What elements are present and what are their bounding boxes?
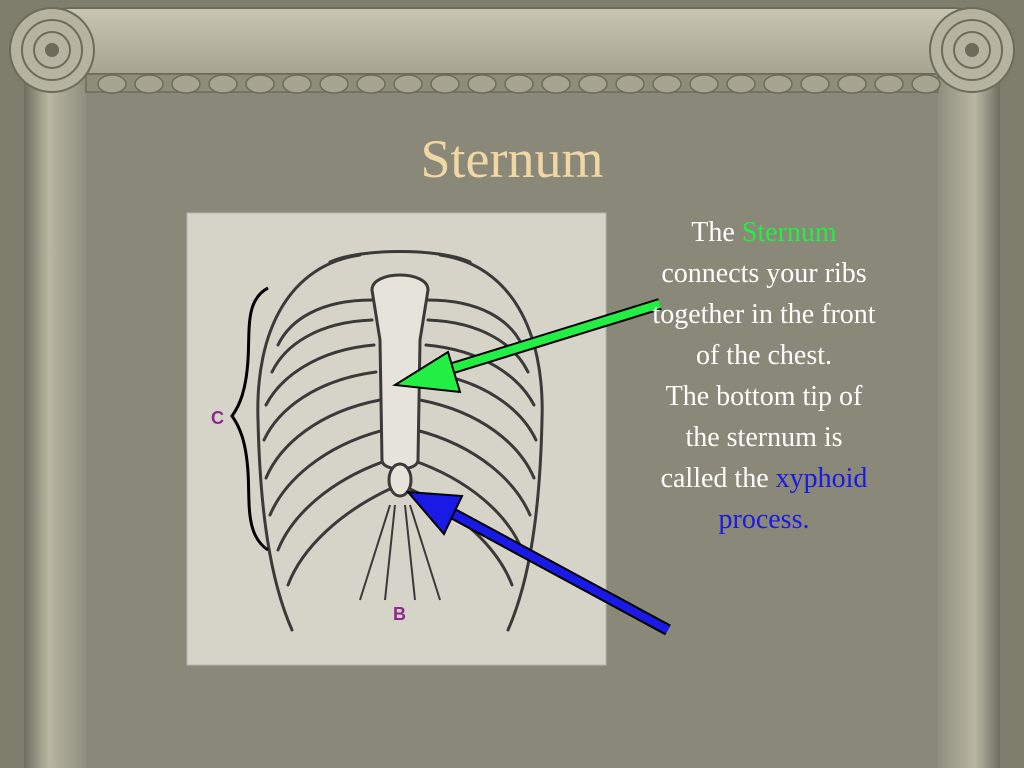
green-arrow xyxy=(392,298,662,394)
caption-body-2: The bottom tip of the sternum is called … xyxy=(660,381,863,494)
bead xyxy=(837,74,867,94)
bead xyxy=(208,74,238,94)
caption-highlight-sternum: Sternum xyxy=(741,217,837,248)
bead xyxy=(541,74,571,94)
bead xyxy=(245,74,275,94)
bead xyxy=(578,74,608,94)
ribcage xyxy=(256,250,544,632)
bead xyxy=(504,74,534,94)
left-volute xyxy=(9,7,95,93)
blue-arrow xyxy=(405,490,671,636)
bead xyxy=(467,74,497,94)
bead xyxy=(652,74,682,94)
caption-paragraph-1: The Sternum connects your ribs together … xyxy=(650,212,878,376)
bead xyxy=(319,74,349,94)
bead xyxy=(171,74,201,94)
bead xyxy=(356,74,386,94)
slide-title: Sternum xyxy=(420,129,604,189)
label-c: C xyxy=(211,408,224,428)
caption-prefix: The xyxy=(691,217,742,248)
caption-highlight-xyphoid: xyphoid process. xyxy=(718,463,868,535)
bead xyxy=(393,74,423,94)
sternum xyxy=(370,273,430,498)
bead xyxy=(726,74,756,94)
bead xyxy=(615,74,645,94)
bead xyxy=(134,74,164,94)
bead xyxy=(282,74,312,94)
bead xyxy=(911,74,941,94)
bead xyxy=(763,74,793,94)
bracket xyxy=(230,286,269,552)
caption-paragraph-2: The bottom tip of the sternum is called … xyxy=(650,376,878,540)
bead xyxy=(874,74,904,94)
caption-body: connects your ribs together in the front… xyxy=(652,258,876,371)
bead xyxy=(800,74,830,94)
bead xyxy=(97,74,127,94)
bead-row xyxy=(97,74,941,94)
bead xyxy=(689,74,719,94)
right-volute xyxy=(929,7,1015,93)
bead xyxy=(430,74,460,94)
label-b: B xyxy=(393,604,406,624)
caption-text: The Sternum connects your ribs together … xyxy=(650,212,878,540)
